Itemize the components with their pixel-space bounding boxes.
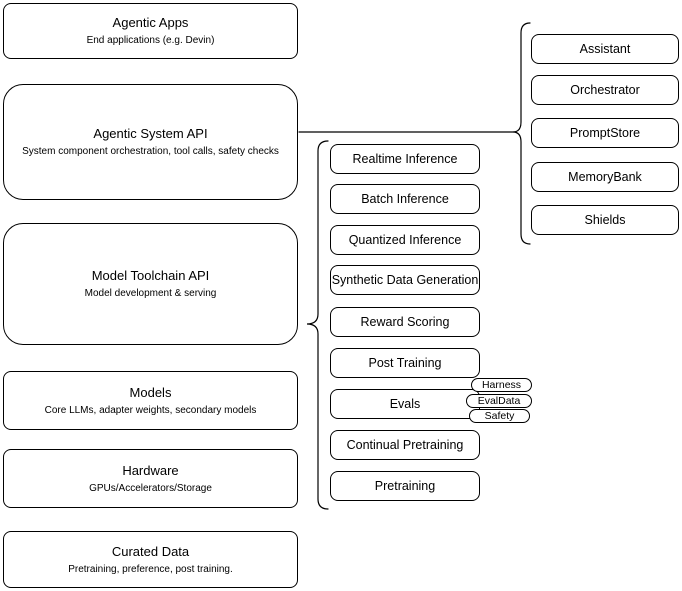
node-label: Reward Scoring (360, 314, 450, 329)
node-subtitle: Model development & serving (84, 288, 217, 299)
node-curated-data: Curated Data Pretraining, preference, po… (3, 531, 298, 588)
node-title: Curated Data (111, 543, 190, 559)
node-label: Post Training (368, 355, 442, 370)
toolchain-brace (306, 140, 329, 510)
node-label: Pretraining (374, 478, 436, 493)
node-subtitle: End applications (e.g. Devin) (86, 35, 215, 46)
evals-tag-safety: Safety (469, 409, 530, 423)
node-batch-inference: Batch Inference (330, 184, 480, 214)
components-brace (512, 22, 531, 245)
node-label: Shields (584, 212, 626, 227)
node-subtitle: Pretraining, preference, post training. (68, 563, 233, 575)
node-realtime-inference: Realtime Inference (330, 144, 480, 174)
node-reward-scoring: Reward Scoring (330, 307, 480, 337)
node-subtitle: Core LLMs, adapter weights, secondary mo… (44, 404, 257, 416)
node-subtitle: System component orchestration, tool cal… (22, 146, 279, 157)
tag-label: EvalData (477, 395, 521, 407)
node-label: Realtime Inference (352, 151, 458, 166)
node-agentic-apps: Agentic Apps End applications (e.g. Devi… (3, 3, 298, 59)
node-label: PromptStore (569, 125, 641, 140)
node-memorybank: MemoryBank (531, 162, 679, 192)
node-agentic-system-api: Agentic System API System component orch… (3, 84, 298, 200)
tag-label: Harness (481, 379, 522, 391)
node-post-training: Post Training (330, 348, 480, 378)
node-hardware: Hardware GPUs/Accelerators/Storage (3, 449, 298, 508)
node-model-toolchain-api: Model Toolchain API Model development & … (3, 223, 298, 345)
node-subtitle: GPUs/Accelerators/Storage (89, 482, 212, 494)
node-label: Continual Pretraining (346, 437, 464, 452)
node-label: Assistant (579, 41, 631, 56)
node-title: Hardware (122, 462, 179, 478)
node-synthetic-data-generation: Synthetic Data Generation (330, 265, 480, 295)
node-label: Synthetic Data Generation (331, 272, 479, 287)
evals-tag-evaldata: EvalData (466, 394, 532, 408)
node-title: Model Toolchain API (91, 268, 210, 283)
node-quantized-inference: Quantized Inference (330, 225, 480, 255)
node-title: Models (129, 384, 172, 400)
node-label: Evals (389, 396, 421, 411)
node-models: Models Core LLMs, adapter weights, secon… (3, 371, 298, 430)
node-label: Quantized Inference (348, 232, 462, 247)
node-label: Batch Inference (361, 191, 449, 206)
node-shields: Shields (531, 205, 679, 235)
node-title: Agentic Apps (112, 15, 189, 30)
node-evals: Evals (330, 389, 480, 419)
node-promptstore: PromptStore (531, 118, 679, 148)
node-continual-pretraining: Continual Pretraining (330, 430, 480, 460)
node-assistant: Assistant (531, 34, 679, 64)
node-pretraining: Pretraining (330, 471, 480, 501)
node-orchestrator: Orchestrator (531, 75, 679, 105)
node-label: Orchestrator (570, 82, 640, 97)
evals-tag-harness: Harness (471, 378, 532, 392)
node-label: MemoryBank (568, 169, 642, 184)
node-title: Agentic System API (93, 126, 208, 141)
tag-label: Safety (484, 410, 515, 422)
